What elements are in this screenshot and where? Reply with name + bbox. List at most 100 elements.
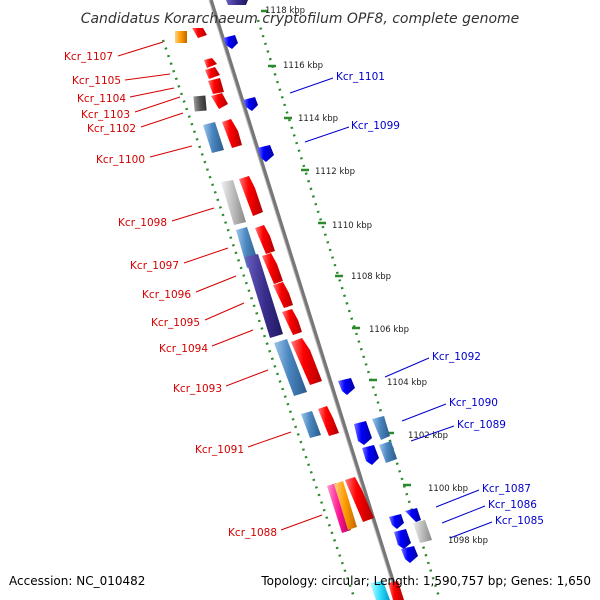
gene-arrow-forward [211, 93, 228, 109]
gene-arrow-forward [208, 78, 224, 94]
leader-line [289, 77, 334, 94]
scale-tick-label: 1098 kbp [448, 536, 488, 546]
gene-arrow-forward [282, 309, 302, 335]
scale-tick-label: 1104 kbp [387, 378, 427, 388]
forward-track-line [161, 39, 357, 600]
gene-arrow-forward [301, 411, 321, 438]
scale-tick-label: 1106 kbp [369, 325, 409, 335]
gene-label-kcr-1107[interactable]: Kcr_1107 [64, 51, 113, 63]
leader-line [140, 112, 184, 128]
gene-arrow-reverse [401, 546, 418, 563]
scale-tick-label: 1100 kbp [428, 484, 468, 494]
gene-label-kcr-1094[interactable]: Kcr_1094 [159, 343, 208, 355]
gene-label-kcr-1089[interactable]: Kcr_1089 [457, 419, 506, 431]
leader-line [134, 96, 181, 113]
gene-arrow-reverse [257, 145, 274, 162]
forward-gene-labels: Kcr_1107 Kcr_1105 Kcr_1104 Kcr_1103 Kcr_… [64, 41, 323, 539]
leader-line [304, 126, 350, 143]
scale-tick-label: 1112 kbp [315, 167, 355, 177]
leader-line [183, 247, 229, 264]
gene-label-kcr-1101[interactable]: Kcr_1101 [336, 71, 385, 83]
leader-line [410, 425, 455, 442]
forward-strand-genes [175, 28, 404, 600]
scale-tick-label: 1114 kbp [298, 114, 338, 124]
gene-arrow-forward [334, 481, 357, 530]
gene-arrow-reverse [413, 520, 432, 543]
cog-box [175, 31, 187, 43]
gene-arrow-forward [204, 58, 217, 68]
leader-line [204, 302, 245, 321]
gene-label-kcr-1087[interactable]: Kcr_1087 [482, 483, 531, 495]
gene-arrow-reverse [379, 441, 397, 463]
gene-arrow-reverse [226, 0, 248, 5]
leader-line [441, 505, 486, 524]
gene-label-kcr-1085[interactable]: Kcr_1085 [495, 515, 544, 527]
gene-label-kcr-1088[interactable]: Kcr_1088 [228, 527, 277, 539]
scale-tick-label: 1118 kbp [265, 6, 305, 16]
scale-tick-label: 1116 kbp [283, 61, 323, 71]
gene-arrow-reverse [354, 421, 372, 445]
gene-label-kcr-1097[interactable]: Kcr_1097 [130, 260, 179, 272]
leader-line [247, 431, 292, 448]
leader-line [401, 403, 447, 422]
gene-arrow-forward [345, 477, 374, 522]
leader-line [280, 514, 323, 531]
map-title: Candidatus Korarchaeum cryptofilum OPF8,… [81, 11, 520, 27]
gene-label-kcr-1090[interactable]: Kcr_1090 [449, 397, 498, 409]
gene-arrow-forward [291, 338, 322, 385]
topology-text: Topology: circular; Length: 1,590,757 bp… [260, 574, 591, 588]
gene-arrow-reverse [405, 508, 421, 522]
gene-label-kcr-1096[interactable]: Kcr_1096 [142, 289, 191, 301]
gene-arrow-reverse [362, 445, 379, 465]
gene-arrow-forward [274, 339, 307, 396]
scale-tick-label: 1102 kbp [408, 431, 448, 441]
cog-box [193, 95, 207, 112]
gene-label-kcr-1091[interactable]: Kcr_1091 [195, 444, 244, 456]
gene-label-kcr-1098[interactable]: Kcr_1098 [118, 217, 167, 229]
gene-arrow-reverse [389, 514, 404, 529]
gene-label-kcr-1093[interactable]: Kcr_1093 [173, 383, 222, 395]
leader-line [211, 329, 254, 347]
leader-line [449, 521, 493, 539]
gene-arrow-reverse [394, 529, 411, 549]
leader-line [129, 87, 175, 98]
leader-line [149, 145, 193, 158]
gene-arrow-forward [192, 28, 207, 38]
gene-arrow-forward [370, 581, 390, 600]
gene-arrow-forward [205, 67, 220, 79]
gene-arrow-forward [221, 180, 246, 225]
gene-arrow-reverse [372, 416, 390, 440]
gene-label-kcr-1104[interactable]: Kcr_1104 [77, 93, 126, 105]
gene-arrow-forward [245, 254, 283, 338]
gene-arrow-forward [222, 119, 242, 148]
reverse-gene-labels: Kcr_1101 Kcr_1099 Kcr_1092 Kcr_1090 Kcr_… [289, 71, 544, 539]
gene-arrow-reverse [243, 97, 258, 111]
gene-arrow-forward [262, 253, 283, 284]
backbone-outer-line [209, 0, 401, 600]
leader-line [225, 369, 269, 387]
gene-label-kcr-1102[interactable]: Kcr_1102 [87, 123, 136, 135]
gene-label-kcr-1099[interactable]: Kcr_1099 [351, 120, 400, 132]
leader-line [171, 207, 215, 222]
gene-label-kcr-1092[interactable]: Kcr_1092 [432, 351, 481, 363]
gene-label-kcr-1105[interactable]: Kcr_1105 [72, 75, 121, 87]
scale-tick-label: 1110 kbp [332, 221, 372, 231]
scale-tick-label: 1108 kbp [351, 272, 391, 282]
gene-arrow-forward [255, 225, 275, 254]
leader-line [384, 357, 430, 378]
gene-arrow-forward [239, 176, 263, 216]
gene-arrow-reverse [338, 378, 355, 395]
gene-arrow-forward [203, 122, 224, 153]
leader-line [435, 489, 480, 508]
gene-label-kcr-1103[interactable]: Kcr_1103 [81, 109, 130, 121]
gene-arrow-reverse [223, 35, 238, 49]
gene-arrow-forward [318, 406, 339, 436]
gene-arrow-forward [327, 483, 351, 533]
gene-label-kcr-1095[interactable]: Kcr_1095 [151, 317, 200, 329]
accession-text: Accession: NC_010482 [9, 574, 145, 588]
gene-label-kcr-1086[interactable]: Kcr_1086 [488, 499, 537, 511]
gene-label-kcr-1100[interactable]: Kcr_1100 [96, 154, 145, 166]
gene-arrow-forward [388, 581, 404, 600]
